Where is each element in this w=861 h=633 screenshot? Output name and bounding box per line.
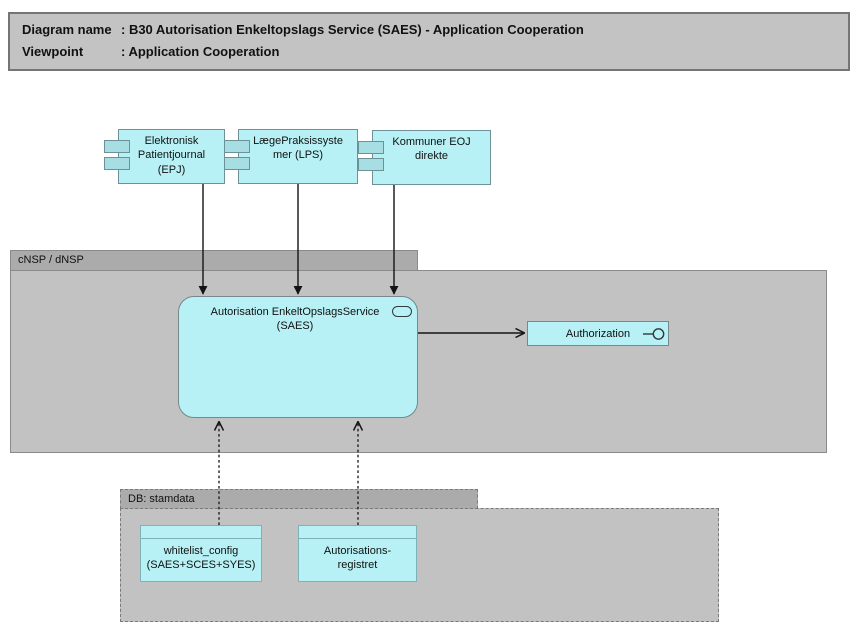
title-value: : Application Cooperation (121, 44, 280, 60)
table-whitelist-config: whitelist_config (SAES+SCES+SYES) (140, 525, 262, 582)
table-label: whitelist_config (SAES+SCES+SYES) (146, 545, 256, 572)
title-label: Diagram name (22, 22, 112, 37)
authorization-label: Authorization (565, 327, 631, 340)
saes-service-node: Autorisation EnkeltOpslagsService (SAES) (178, 296, 418, 418)
table-header-band (299, 526, 416, 539)
group-label: cNSP / dNSP (18, 254, 84, 266)
component-label: LægePraksissyste mer (LPS) (253, 135, 343, 162)
authorization-interface-node: Authorization (527, 321, 669, 346)
component-kommuner-eoj: Kommuner EOJ direkte (358, 130, 491, 185)
interface-icon (643, 327, 665, 340)
diagram-title-box: Diagram name : B30 Autorisation Enkeltop… (8, 12, 850, 71)
component-icon (224, 157, 250, 170)
table-autorisationsregistret: Autorisations- registret (298, 525, 417, 582)
component-label: Elektronisk Patientjournal (EPJ) (137, 135, 206, 176)
component-icon (358, 158, 384, 171)
title-row-diagram-name: Diagram name : B30 Autorisation Enkeltop… (22, 19, 836, 41)
title-row-viewpoint: Viewpoint : Application Cooperation (22, 41, 836, 63)
component-lps: LægePraksissyste mer (LPS) (224, 129, 358, 184)
component-icon (104, 140, 130, 153)
saes-label: Autorisation EnkeltOpslagsService (SAES) (210, 306, 380, 333)
group-cnsp-tab: cNSP / dNSP (10, 250, 418, 271)
group-db-tab: DB: stamdata (120, 489, 478, 509)
application-service-icon (392, 306, 412, 317)
table-label: Autorisations- registret (323, 545, 392, 572)
group-label: DB: stamdata (128, 493, 195, 505)
component-epj: Elektronisk Patientjournal (EPJ) (104, 129, 225, 184)
component-label: Kommuner EOJ direkte (392, 136, 471, 163)
component-icon (358, 141, 384, 154)
group-cnsp-body (10, 270, 827, 453)
title-label: Viewpoint (22, 44, 84, 60)
table-header-band (141, 526, 261, 539)
component-icon (224, 140, 250, 153)
title-value: : B30 Autorisation Enkeltopslags Service… (121, 22, 584, 37)
component-icon (104, 157, 130, 170)
